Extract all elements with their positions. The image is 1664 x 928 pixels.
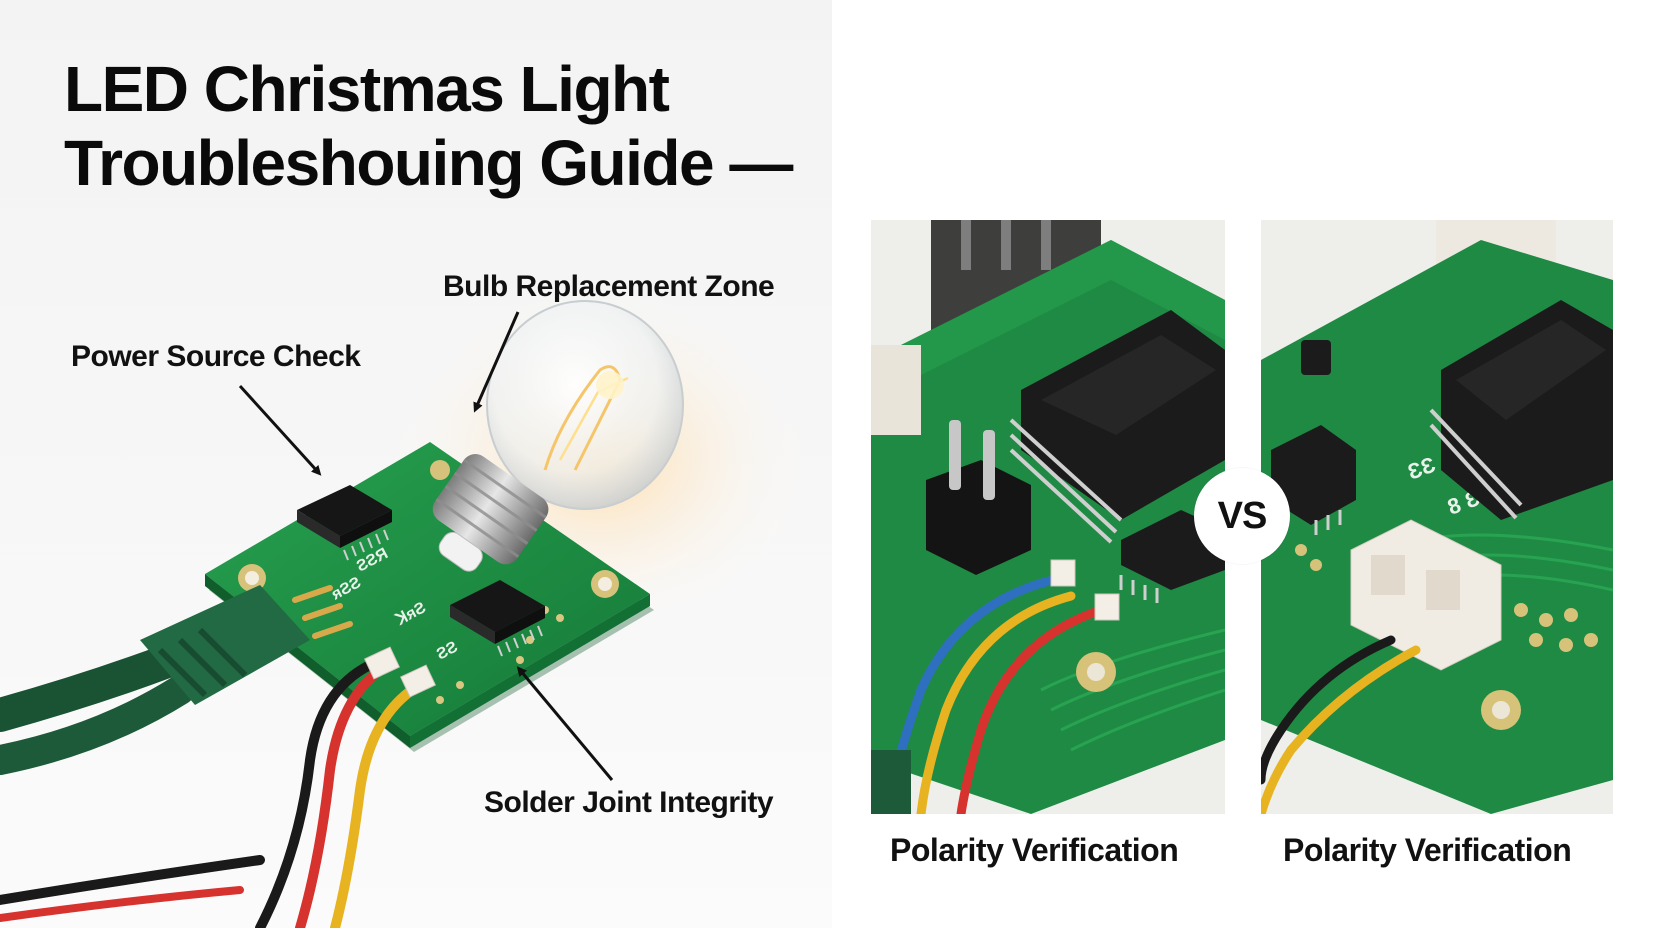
connector-icon (1350, 519, 1502, 671)
led-bulb-icon (432, 300, 684, 572)
vs-badge: VS (1194, 468, 1290, 564)
callout-bulb-replacement: Bulb Replacement Zone (443, 270, 775, 303)
chip-icon (450, 580, 545, 657)
comparison-photo-right: ƐƐ 8 ƐƐ9 L 9 (1261, 220, 1613, 814)
chip-icon (297, 485, 392, 561)
caption-left: Polarity Verification (890, 832, 1179, 868)
main-pcb-illustration: ƧƧЯ ᴙƧƧ ꓘᴙƧ ƧƧ (0, 280, 820, 928)
caption-right: Polarity Verification (1283, 832, 1572, 868)
arrow-icon (516, 666, 614, 781)
chip-icon (1009, 310, 1225, 544)
callout-solder-joint: Solder Joint Integrity (484, 786, 774, 819)
comparison-photo-left (871, 220, 1225, 814)
page-title: LED Christmas Light Troubleshouing Guide… (64, 52, 793, 200)
wires (0, 646, 437, 928)
callout-power-source: Power Source Check (71, 340, 361, 373)
title-line-1: LED Christmas Light (64, 53, 670, 125)
arrow-icon (238, 384, 322, 476)
connector-icon (0, 585, 353, 775)
arrow-icon (473, 311, 520, 413)
left-panel: LED Christmas Light Troubleshouing Guide… (0, 0, 832, 928)
chip-icon (1429, 300, 1613, 520)
title-line-2: Troubleshouing Guide — (64, 127, 793, 199)
connector-icon (926, 420, 1031, 575)
